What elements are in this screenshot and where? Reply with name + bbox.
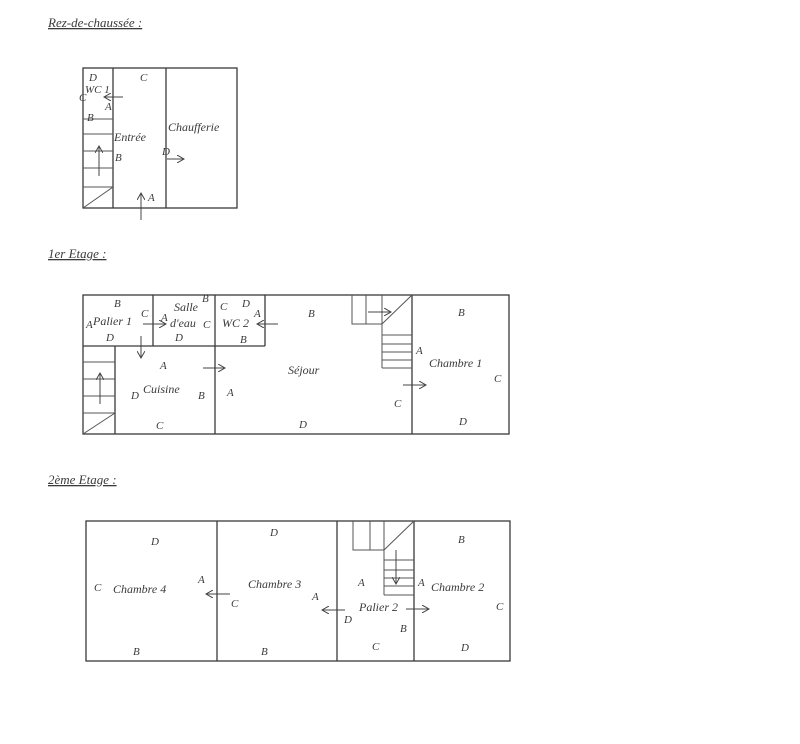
first-outer-wall [82,294,510,435]
second-outer-wall [85,520,511,662]
room-label-cuisine: Cuisine [143,382,180,396]
wall-label: B [202,293,209,305]
wall-label: D [130,390,139,402]
room-label-salle-deau-line2: d'eau [170,316,196,330]
ground-staircase [82,118,114,209]
wall-label: D [150,536,159,548]
wall-label: C [494,373,502,385]
wall-label: B [198,390,205,402]
wall-label: C [203,319,211,331]
second-staircase [352,520,415,596]
wall-label: A [104,101,112,113]
wall-label: B [114,298,121,310]
wall-label: D [105,332,114,344]
room-label-chambre1: Chambre 1 [429,356,482,370]
room-label-wc1: WC 1 [85,84,110,96]
wall-label: C [140,72,148,84]
wall-label: C [79,92,87,104]
wall-label: B [87,112,94,124]
wall-label: C [372,641,380,653]
wall-label: B [308,308,315,320]
wall-label: D [269,527,278,539]
ground-floor-title: Rez-de-chaussée : [47,15,142,30]
wall-label: A [415,345,423,357]
first-right-staircase [351,294,413,369]
room-label-entree: Entrée [113,130,147,144]
wall-label: A [159,360,167,372]
first-floor-plan: 1er Etage : [48,246,510,435]
wall-label: C [394,398,402,410]
wall-label: C [220,301,228,313]
first-left-staircase [82,361,116,435]
wall-label: B [133,646,140,658]
wall-label: A [85,319,93,331]
room-label-palier1: Palier 1 [92,314,132,328]
wall-label: A [197,574,205,586]
wall-label: D [343,614,352,626]
wall-label: B [261,646,268,658]
wall-label: B [240,334,247,346]
wall-label: D [174,332,183,344]
room-label-palier2: Palier 2 [358,600,398,614]
second-floor-plan: 2ème Etage : D C Chambre 4 A B [48,472,511,662]
wall-label: C [141,308,149,320]
wall-label: D [241,298,250,310]
wall-label: D [298,419,307,431]
wall-label: A [253,308,261,320]
ground-floor-plan: Rez-de-chaussée : D WC 1 C A B C Entrée … [47,15,238,220]
room-label-salle-deau-line1: Salle [174,300,199,314]
wall-label: C [231,598,239,610]
room-label-chaufferie: Chaufferie [168,120,220,134]
wall-label: D [460,642,469,654]
wall-label: A [311,591,319,603]
wall-label: A [226,387,234,399]
room-label-chambre2: Chambre 2 [431,580,484,594]
wall-label: B [400,623,407,635]
wall-label: B [115,152,122,164]
wall-label: A [160,312,168,324]
first-floor-title: 1er Etage : [48,246,106,261]
room-label-wc2: WC 2 [222,316,249,330]
wall-label: A [147,192,155,204]
wall-label: D [88,72,97,84]
wall-label: C [94,582,102,594]
wall-label: B [458,534,465,546]
wall-label: D [458,416,467,428]
room-label-chambre3: Chambre 3 [248,577,301,591]
wall-label: A [417,577,425,589]
second-floor-title: 2ème Etage : [48,472,117,487]
wall-label: A [357,577,365,589]
ground-outer-wall [82,67,238,209]
room-label-chambre4: Chambre 4 [113,582,166,596]
wall-label: C [496,601,504,613]
wall-label: C [156,420,164,432]
room-label-sejour: Séjour [288,363,320,377]
wall-label: D [161,146,170,158]
wall-label: B [458,307,465,319]
